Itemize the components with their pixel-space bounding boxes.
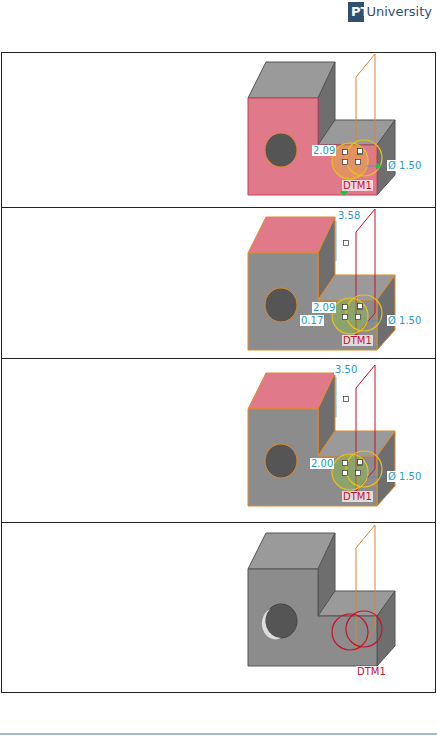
dimension-value: 2.00	[310, 458, 334, 469]
panel-divider	[2, 358, 436, 359]
sketch-circle	[332, 614, 368, 650]
datum-label: DTM1	[342, 491, 373, 502]
dimension-value: 3.50	[334, 364, 358, 375]
diameter-dimension: Ø 1.50	[387, 471, 422, 482]
drag-handle	[343, 461, 348, 466]
front-face	[248, 409, 377, 506]
drag-handle	[343, 150, 348, 155]
panel-divider	[2, 207, 436, 208]
drag-handle	[356, 315, 361, 320]
l-block-model	[248, 209, 395, 350]
leader-line	[366, 321, 388, 322]
drag-handle	[358, 305, 363, 310]
diameter-dimension: Ø 1.50	[387, 160, 422, 171]
drag-handle	[343, 315, 348, 320]
front-face	[248, 569, 377, 666]
side-face	[377, 591, 395, 666]
dimension-value: 0.17	[300, 315, 324, 326]
datum-label: DTM1	[342, 180, 373, 191]
drag-handle	[356, 471, 361, 476]
side-face	[377, 275, 395, 350]
drag-handle	[356, 160, 361, 165]
logo-ground	[318, 0, 437, 22]
front-face	[248, 98, 377, 195]
hole-wall	[262, 609, 281, 639]
l-block-model	[248, 365, 395, 506]
drag-handle	[358, 461, 363, 466]
drag-handle	[358, 149, 363, 154]
drag-handle	[344, 397, 349, 402]
sketch-circle	[346, 140, 382, 176]
hole	[265, 288, 297, 322]
hole	[265, 444, 297, 478]
datum-label: DTM1	[342, 335, 373, 346]
sketch-circle	[346, 611, 382, 647]
dimension-value: 2.09	[312, 145, 336, 156]
drag-marker	[375, 163, 381, 169]
l-block-model	[248, 54, 395, 196]
datum-plane	[356, 525, 375, 651]
front-face	[248, 253, 377, 350]
drag-handle	[358, 150, 363, 155]
sketch-circle	[332, 143, 368, 179]
hole	[265, 133, 297, 167]
drag-handle	[344, 241, 349, 246]
sketch-circle	[332, 298, 368, 334]
dimension-value: 3.58	[337, 210, 361, 221]
drag-handle	[343, 471, 348, 476]
side-face	[377, 431, 395, 506]
dimension-line	[336, 221, 337, 261]
logo-text: University	[364, 2, 434, 22]
l-block-model	[248, 525, 395, 666]
footer-rule	[0, 734, 437, 735]
dimension-value: 2.09	[312, 302, 336, 313]
leader-line	[366, 477, 388, 478]
drag-handle	[358, 460, 363, 465]
sketch-circle	[346, 295, 382, 331]
dimension-line	[336, 377, 337, 417]
drag-handle	[358, 304, 363, 309]
side-face	[377, 120, 395, 195]
drag-handle	[343, 305, 348, 310]
drag-handle	[343, 160, 348, 165]
datum-label: DTM1	[356, 666, 387, 677]
panel-divider	[2, 522, 436, 523]
sketch-circle	[346, 451, 382, 487]
sketch-circle	[332, 454, 368, 490]
panel-frame	[2, 53, 436, 693]
diameter-dimension: Ø 1.50	[387, 315, 422, 326]
